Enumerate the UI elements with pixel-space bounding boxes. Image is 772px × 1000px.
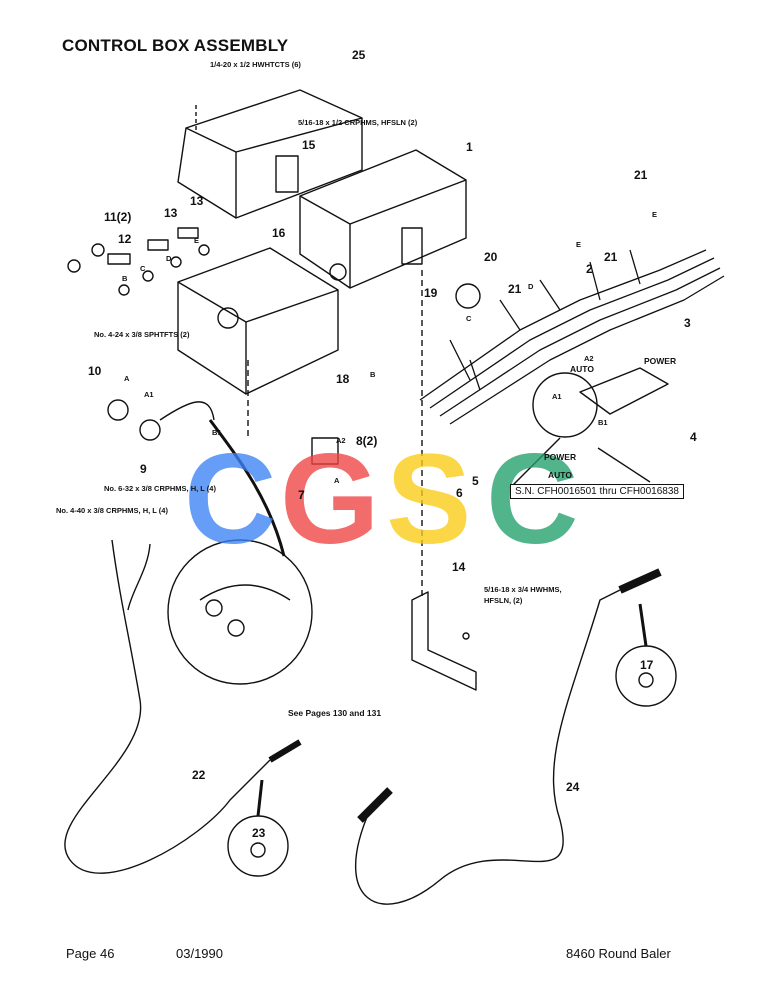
letter-e-h: E: [576, 240, 582, 249]
letter-d-h: D: [528, 282, 534, 291]
callout-16: 16: [272, 226, 286, 240]
label-crphms-440: No. 4-40 x 3/8 CRPHMS, H, L (4): [56, 506, 168, 515]
letter-c-h: C: [466, 314, 472, 323]
letter-b1: B1: [212, 428, 222, 437]
letter-d: D: [166, 254, 172, 263]
letter-e: E: [194, 236, 200, 245]
label-auto-board: AUTO: [570, 364, 594, 374]
watermark-letter-c2: C: [486, 428, 579, 571]
label-crphms-632: No. 6-32 x 3/8 CRPHMS, H, L (4): [104, 484, 216, 493]
letter-e-h2: E: [652, 210, 658, 219]
callout-18: 18: [336, 372, 350, 386]
callout-14: 14: [452, 560, 466, 574]
callout-22: 22: [192, 768, 206, 782]
watermark-letter-c: C: [184, 428, 277, 571]
letter-b-h: B: [370, 370, 376, 379]
callout-3: 3: [684, 316, 691, 330]
switch-hardware-left: [67, 227, 210, 296]
callout-13b: 13: [164, 206, 178, 220]
control-box: [299, 149, 467, 289]
callout-8: 8(2): [356, 434, 378, 448]
page-title: CONTROL BOX ASSEMBLY: [62, 36, 289, 55]
callout-23: 23: [252, 826, 266, 840]
watermark-letter-s: S: [386, 428, 472, 571]
letter-a2: A2: [336, 436, 346, 445]
label-hwhms: 5/16-18 x 3/4 HWHMS, HFSLN, (2): [484, 585, 562, 605]
callout-1: 1: [466, 140, 473, 154]
label-power-switch: POWER: [544, 452, 577, 462]
watermark-letter-g: G: [280, 428, 380, 571]
callout-6: 6: [456, 486, 463, 500]
letter-b1-board: B1: [598, 418, 608, 427]
callout-19: 19: [424, 286, 438, 300]
callout-21a: 21: [634, 168, 648, 182]
callout-9: 9: [140, 462, 147, 476]
callout-21c: 21: [508, 282, 522, 296]
callout-21b: 21: [604, 250, 618, 264]
callout-24: 24: [566, 780, 580, 794]
letter-c: C: [140, 264, 146, 273]
callout-5: 5: [472, 474, 479, 488]
mounting-panel: [177, 247, 339, 395]
label-power-board: POWER: [644, 356, 677, 366]
callout-17: 17: [640, 658, 654, 672]
callout-15: 15: [302, 138, 316, 152]
letter-a: A: [124, 374, 130, 383]
serial-number-box: S.N. CFH0016501 thru CFH0016838: [510, 484, 684, 499]
footer-date: 03/1990: [176, 946, 223, 961]
letter-a1-board: A1: [552, 392, 562, 401]
letter-a2-board: A2: [584, 354, 594, 363]
label-see-pages: See Pages 130 and 131: [288, 708, 382, 718]
letter-a1: A1: [144, 390, 154, 399]
label-auto-switch: AUTO: [548, 470, 572, 480]
callout-7: 7: [298, 488, 305, 502]
connectors-left: [107, 399, 215, 441]
wiring-harness: [419, 249, 725, 425]
callout-13a: 13: [190, 194, 204, 208]
label-crphms-hfsln: 5/16-18 x 1/2 CRPHMS, HFSLN (2): [298, 118, 418, 127]
letter-a-sw: A: [334, 476, 340, 485]
callout-2: 2: [586, 262, 593, 276]
callout-4: 4: [690, 430, 697, 444]
bracket: [411, 591, 477, 691]
footer-page: Page 46: [66, 946, 115, 961]
label-sphtfts: No. 4-24 x 3/8 SPHTFTS (2): [94, 330, 190, 339]
callout-20: 20: [484, 250, 498, 264]
callout-10: 10: [88, 364, 102, 378]
label-hwhtcts: 1/4-20 x 1/2 HWHTCTS (6): [210, 60, 301, 69]
control-box-cover: [177, 89, 363, 219]
callout-25: 25: [352, 48, 366, 62]
letter-b: B: [122, 274, 128, 283]
callout-12: 12: [118, 232, 132, 246]
callout-11: 11(2): [104, 210, 132, 224]
footer-product: 8460 Round Baler: [566, 946, 671, 961]
